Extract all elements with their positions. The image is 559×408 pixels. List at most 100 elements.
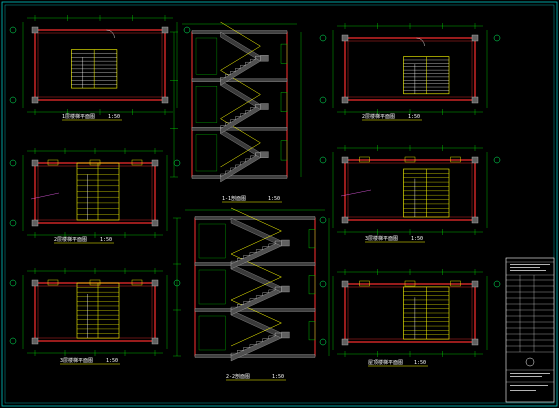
window [404,156,416,163]
column [471,216,479,224]
column [471,156,479,164]
stair-step [220,173,226,177]
window [89,159,101,166]
column [341,156,349,164]
stair-step [268,243,276,247]
wall-outline [34,162,156,224]
stair-step [274,240,282,244]
column [151,219,159,227]
stair-step [268,289,276,293]
column [31,159,39,167]
floor-slab [191,78,288,82]
axis-bubble [183,26,191,34]
stair-flight-section [230,309,282,339]
landing-beam [260,103,269,110]
stair-step [262,246,269,250]
window [280,43,288,64]
axis-bubble [319,156,327,164]
landing-beam [281,239,290,247]
stair-step [249,298,257,302]
stair-step [249,252,257,256]
stair-flight-section [230,217,282,247]
stair-step [237,350,244,354]
window [308,229,316,249]
wall-inner-line [37,285,153,339]
column [341,216,349,224]
stair-step [225,170,231,174]
axis-bubble [493,280,501,288]
sections-layer [170,21,330,362]
stair-step [256,249,263,253]
column [31,26,39,34]
window [404,280,416,287]
column [341,280,349,288]
column [471,34,479,42]
axis-bubble [9,159,17,167]
door-opening [198,269,226,305]
stair-plan [9,15,191,115]
window [280,92,288,112]
axis-bubble [493,156,501,164]
column [31,279,39,287]
stair-step [268,335,276,339]
stair-step [235,116,241,120]
column [31,96,39,104]
view-scale: 1:50 [108,114,120,120]
stair-step [235,164,241,168]
stair-step [240,113,246,117]
axis-bubble [319,280,327,288]
floor-slab [194,262,316,266]
stair-flight-section [220,80,261,110]
view-scale: 1:50 [272,374,284,380]
stair-step [230,71,236,75]
stair-step [256,341,263,345]
handrail [230,230,282,255]
stair-step [243,301,250,305]
landing-beam [281,285,290,293]
stair-plan [319,23,501,115]
stair-step [255,104,261,108]
stair-step [237,258,244,262]
window [131,279,143,286]
stair-step [225,74,231,78]
view-title: 1层楼梯平面图 [62,113,95,120]
stair-step [245,158,251,162]
firm-logo-icon [525,357,535,367]
wall-outline [344,283,476,343]
wall-outline [34,29,166,101]
axis-bubble [493,34,501,42]
axis-bubble [319,338,327,346]
handrail [230,207,282,232]
title-block [505,257,555,403]
stair-flight-section [220,128,261,159]
axis-bubble [173,159,181,167]
stair-step [230,306,238,310]
column [341,34,349,42]
stair-step [262,338,269,342]
column [161,96,169,104]
door-opening [195,37,218,75]
stair-step [243,347,250,351]
column [471,96,479,104]
plan-caption: 1层楼梯平面图 1:50 [62,113,122,121]
stair-plan [319,145,501,235]
window [359,156,370,163]
view-scale: 1:50 [414,360,426,366]
view-scale: 1:50 [268,196,280,202]
axis-bubble [9,279,17,287]
note-leader [340,189,372,197]
view-title: 3层楼梯平面图 [365,235,398,242]
door-opening [195,134,218,172]
landing-beam [281,331,290,339]
handrail [230,253,282,278]
wall-outline [34,282,156,342]
column [151,337,159,345]
handrail [220,45,261,71]
